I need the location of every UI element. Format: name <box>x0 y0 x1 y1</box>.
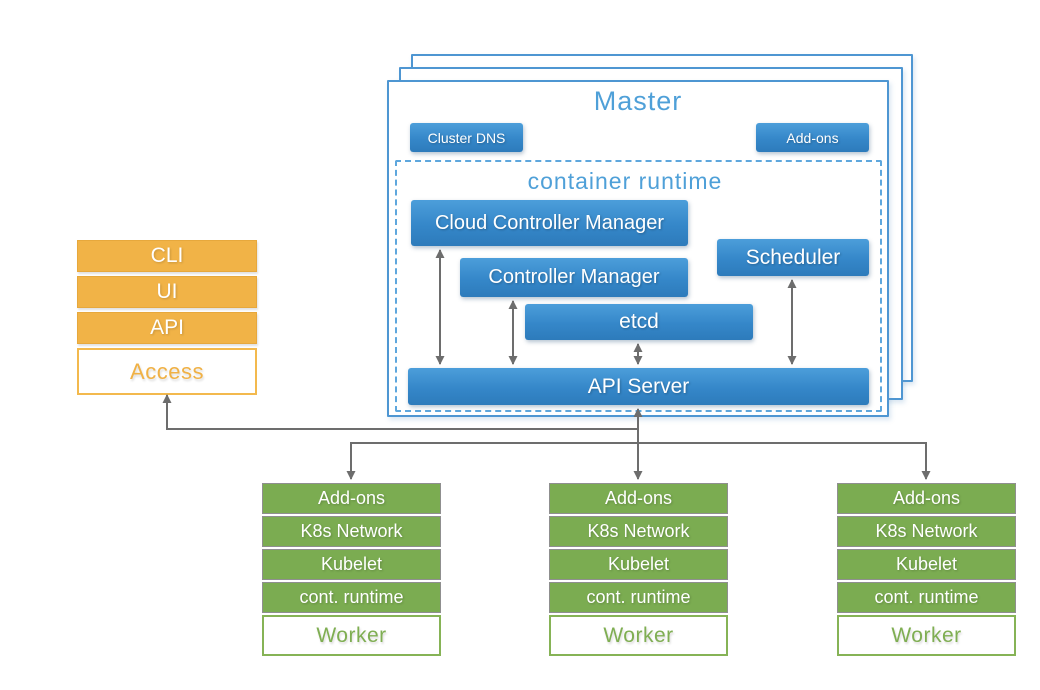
scheduler-box: Scheduler <box>717 239 869 276</box>
master-addons-box: Add-ons <box>756 123 869 152</box>
cluster-dns-box: Cluster DNS <box>410 123 523 152</box>
master-title: Master <box>593 86 683 116</box>
access-row-ui: UI <box>77 276 257 308</box>
worker3-row-runtime: cont. runtime <box>837 582 1016 613</box>
access-stack: CLI UI API Access <box>77 240 257 395</box>
worker1-label: Worker <box>262 615 441 656</box>
worker2-row-network: K8s Network <box>549 516 728 547</box>
access-row-cli: CLI <box>77 240 257 272</box>
worker1-row-kubelet: Kubelet <box>262 549 441 580</box>
worker3-label: Worker <box>837 615 1016 656</box>
cloud-controller-manager-box: Cloud Controller Manager <box>411 200 688 246</box>
worker3-row-addons: Add-ons <box>837 483 1016 514</box>
worker-stack-2: Add-ons K8s Network Kubelet cont. runtim… <box>549 483 728 656</box>
arrow-api-worker1 <box>346 442 638 480</box>
worker2-row-runtime: cont. runtime <box>549 582 728 613</box>
worker2-row-kubelet: Kubelet <box>549 549 728 580</box>
worker1-row-runtime: cont. runtime <box>262 582 441 613</box>
controller-manager-box: Controller Manager <box>460 258 688 297</box>
etcd-box: etcd <box>525 304 753 340</box>
worker2-row-addons: Add-ons <box>549 483 728 514</box>
worker-stack-1: Add-ons K8s Network Kubelet cont. runtim… <box>262 483 441 656</box>
worker-stack-3: Add-ons K8s Network Kubelet cont. runtim… <box>837 483 1016 656</box>
arrow-api-worker3 <box>638 442 931 480</box>
access-label: Access <box>77 348 257 395</box>
access-row-api: API <box>77 312 257 344</box>
api-server-box: API Server <box>408 368 869 405</box>
worker3-row-network: K8s Network <box>837 516 1016 547</box>
worker1-row-network: K8s Network <box>262 516 441 547</box>
worker3-row-kubelet: Kubelet <box>837 549 1016 580</box>
worker2-label: Worker <box>549 615 728 656</box>
worker1-row-addons: Add-ons <box>262 483 441 514</box>
container-runtime-label: container runtime <box>527 168 723 194</box>
